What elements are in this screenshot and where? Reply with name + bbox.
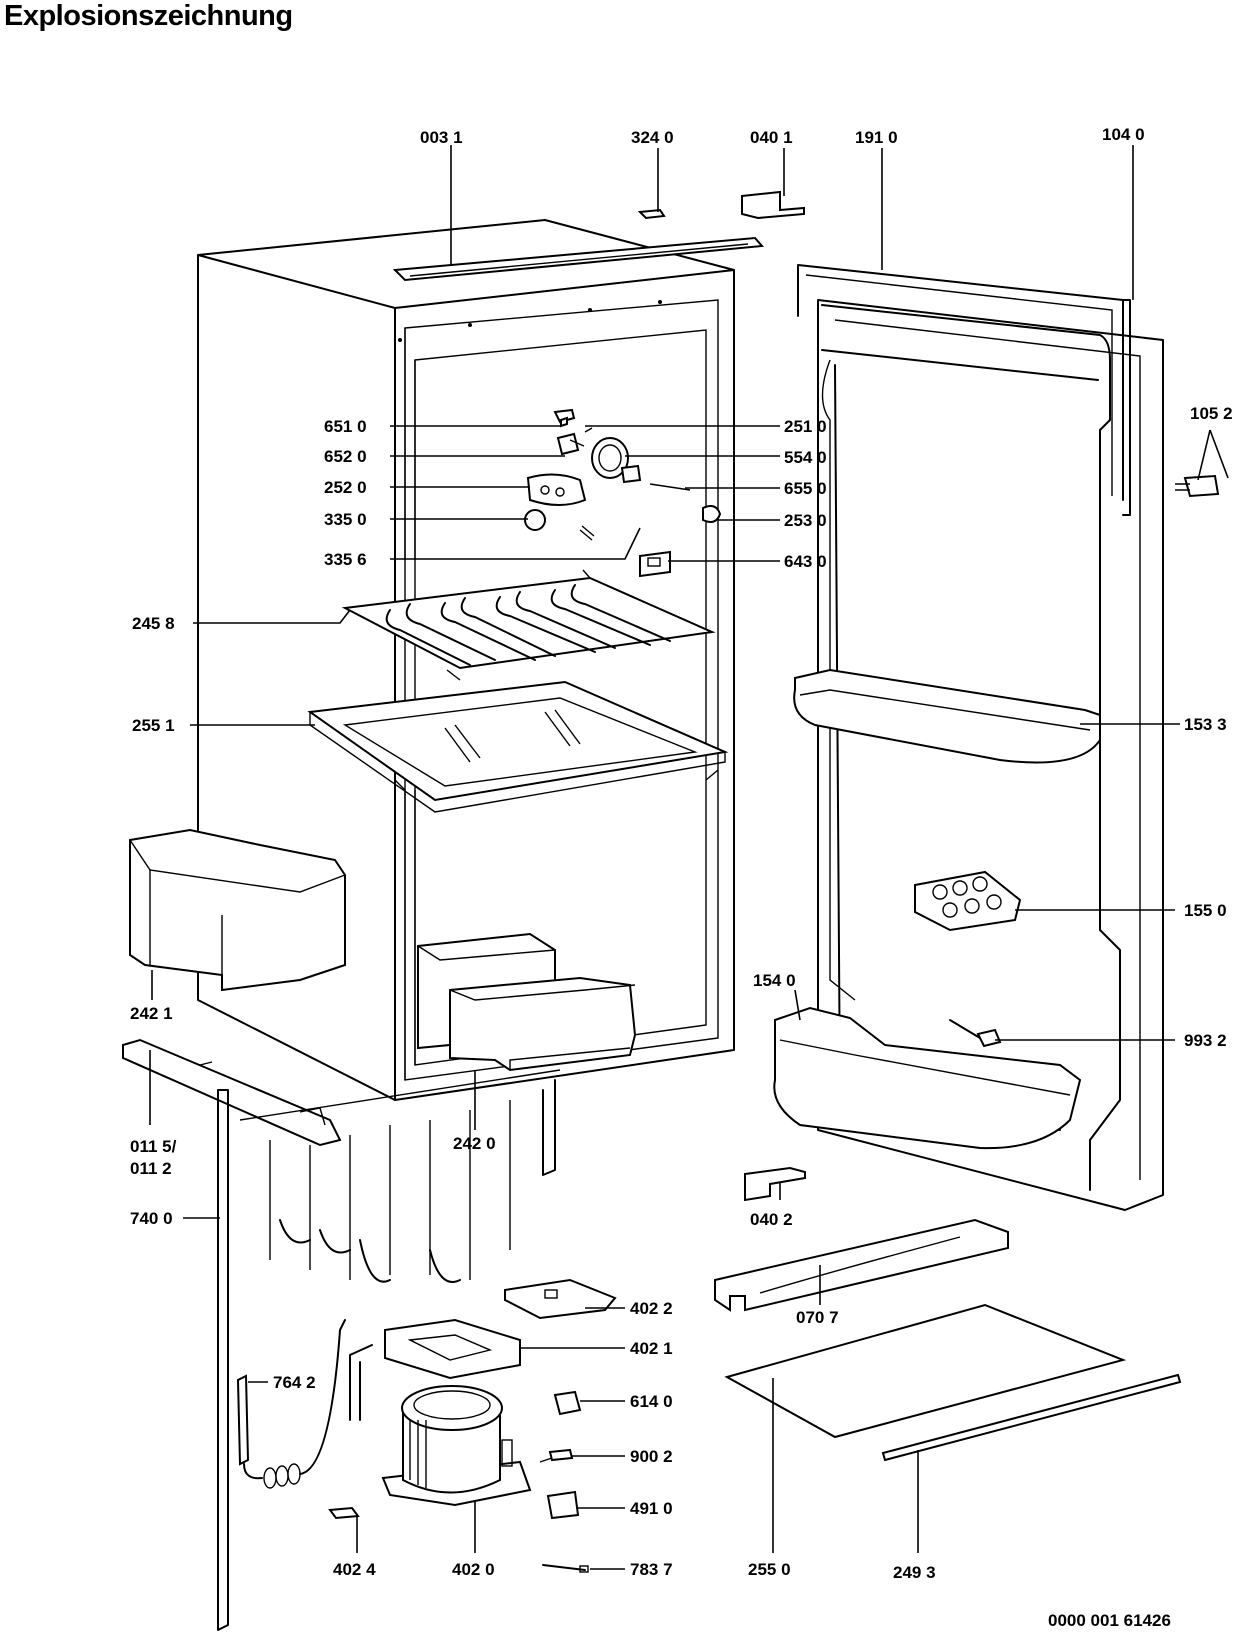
callout-783-7: 783 7 <box>630 1560 673 1579</box>
mount-402-2 <box>504 1278 617 1320</box>
clip-324 <box>637 208 666 220</box>
callout-242-1: 242 1 <box>130 1004 173 1023</box>
relay-614 <box>553 1390 582 1416</box>
door-shelf-upper <box>793 668 1101 764</box>
callout-242-0: 242 0 <box>453 1134 496 1153</box>
callout-402-0: 402 0 <box>452 1560 495 1579</box>
callout-105-2: 105 2 <box>1190 404 1233 423</box>
callout-011-5: 011 5/ <box>130 1137 177 1156</box>
control-assembly <box>524 408 722 578</box>
callout-040-2: 040 2 <box>750 1210 793 1229</box>
bracket-040-1 <box>741 190 805 220</box>
hinge-104 <box>1122 299 1131 516</box>
callout-155-0: 155 0 <box>1184 901 1227 920</box>
strip-249 <box>881 1373 1182 1462</box>
callout-655-0: 655 0 <box>784 479 827 498</box>
callout-402-4: 402 4 <box>333 1560 376 1579</box>
callout-643-0: 643 0 <box>784 552 827 571</box>
hinge-bracket-bottom <box>122 1038 342 1147</box>
trim-070 <box>714 1218 1009 1312</box>
callout-255-0: 255 0 <box>748 1560 791 1579</box>
compressor-cover <box>384 1318 521 1380</box>
callout-040-1: 040 1 <box>750 128 793 147</box>
condenser <box>217 1069 561 1631</box>
bracket-040-2 <box>744 1166 806 1202</box>
callout-651-0: 651 0 <box>324 417 367 436</box>
callout-153-3: 153 3 <box>1184 715 1227 734</box>
callout-249-3: 249 3 <box>893 1563 936 1582</box>
callout-245-8: 245 8 <box>132 614 175 633</box>
compressor <box>381 1385 532 1507</box>
cable-993 <box>949 1019 1002 1048</box>
cable-783 <box>542 1564 589 1573</box>
door-gasket <box>797 264 1124 501</box>
callout-011-2: 011 2 <box>130 1159 172 1178</box>
cover-491 <box>546 1490 580 1520</box>
door-tray-left <box>129 828 346 992</box>
callout-324-0: 324 0 <box>631 128 674 147</box>
leader-lines <box>149 145 1229 1570</box>
callout-554-0: 554 0 <box>784 448 827 467</box>
callout-491-0: 491 0 <box>630 1499 673 1518</box>
callout-900-2: 900 2 <box>630 1447 673 1466</box>
callout-402-2: 402 2 <box>630 1299 673 1318</box>
clip-402-4 <box>328 1506 360 1520</box>
callout-154-0: 154 0 <box>753 971 796 990</box>
callout-252-0: 252 0 <box>324 478 367 497</box>
callout-104-0: 104 0 <box>1102 125 1145 144</box>
callout-652-0: 652 0 <box>324 447 367 466</box>
callout-251-0: 251 0 <box>784 417 827 436</box>
callout-253-0: 253 0 <box>784 511 827 530</box>
callout-191-0: 191 0 <box>855 128 898 147</box>
callout-614-0: 614 0 <box>630 1392 673 1411</box>
callout-402-1: 402 1 <box>630 1339 673 1358</box>
page-title: Explosionszeichnung <box>4 0 293 32</box>
callout-070-7: 070 7 <box>796 1308 839 1327</box>
evaporator <box>341 569 716 681</box>
callout-993-2: 993 2 <box>1184 1031 1227 1050</box>
document-number: 0000 001 61426 <box>1048 1611 1171 1630</box>
top-rail <box>392 236 765 282</box>
callout-335-0: 335 0 <box>324 510 367 529</box>
capillary-tube <box>236 1319 373 1489</box>
callout-labels: 003 1 324 0 040 1 191 0 104 0 105 2 651 … <box>130 125 1233 1582</box>
glass-shelf-upper <box>307 680 729 813</box>
door-shelf-lower <box>773 1006 1082 1150</box>
callout-335-6: 335 6 <box>324 550 367 569</box>
callout-003-1: 003 1 <box>420 128 463 147</box>
callout-740-0: 740 0 <box>130 1209 173 1228</box>
callout-764-2: 764 2 <box>273 1373 316 1392</box>
crisper-box-front <box>449 976 637 1072</box>
egg-tray <box>914 870 1022 932</box>
glass-plate <box>724 1303 1127 1439</box>
callout-255-1: 255 1 <box>132 716 175 735</box>
overload-900 <box>539 1448 574 1463</box>
hinge-105-2 <box>1175 474 1220 498</box>
